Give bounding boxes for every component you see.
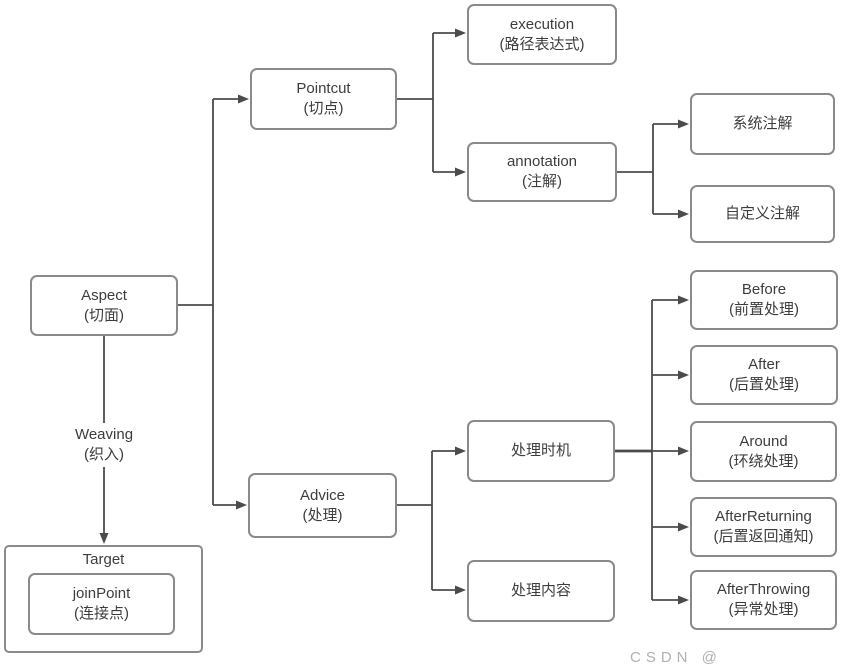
node-around: Around (环绕处理) <box>690 421 837 482</box>
arrowhead-system-annotation <box>678 119 689 129</box>
node-custom-annotation-title: 自定义注解 <box>724 205 800 222</box>
arrowhead-custom-annotation <box>678 209 689 219</box>
node-pointcut: Pointcut (切点) <box>250 68 397 130</box>
node-before: Before (前置处理) <box>690 270 838 330</box>
node-before-subtitle: (前置处理) <box>729 301 799 318</box>
node-annotation: annotation (注解) <box>467 142 617 202</box>
arrowhead-after-returning <box>678 522 689 532</box>
node-joinpoint-title: joinPoint <box>72 585 131 602</box>
node-after-returning-title: AfterReturning <box>715 508 812 525</box>
node-execution: execution (路径表达式) <box>467 4 617 65</box>
node-execution-subtitle: (路径表达式) <box>499 35 585 53</box>
node-target-title: Target <box>82 551 125 568</box>
node-handle-content: 处理内容 <box>467 560 615 622</box>
edge-label-weaving-subtitle: (织入) <box>84 446 124 463</box>
node-advice-subtitle: (处理) <box>302 506 343 524</box>
node-handle-content-title: 处理内容 <box>510 582 571 599</box>
node-advice: Advice (处理) <box>248 473 397 538</box>
node-aspect: Aspect (切面) <box>30 275 178 336</box>
arrowhead-weaving-target <box>99 533 109 544</box>
node-annotation-subtitle: (注解) <box>522 173 562 190</box>
node-after-throwing: AfterThrowing (异常处理) <box>690 570 837 630</box>
node-pointcut-subtitle: (切点) <box>303 100 344 117</box>
watermark: CSDN @ <box>630 649 722 666</box>
node-annotation-title: annotation <box>506 153 578 170</box>
node-pointcut-title: Pointcut <box>296 80 351 97</box>
node-joinpoint: joinPoint (连接点) <box>28 573 175 635</box>
node-aspect-subtitle: (切面) <box>84 306 124 324</box>
node-after: After (后置处理) <box>690 345 838 405</box>
arrowhead-after-throwing <box>678 595 689 605</box>
arrowhead-execution <box>455 28 466 38</box>
node-before-title: Before <box>741 281 787 298</box>
node-handle-timing: 处理时机 <box>467 420 615 482</box>
node-around-subtitle: (环绕处理) <box>728 452 799 470</box>
node-after-title: After <box>748 356 780 373</box>
arrowhead-handle-timing <box>455 446 466 456</box>
node-system-annotation-title: 系统注解 <box>732 115 793 132</box>
arrowhead-around <box>678 446 689 456</box>
edge-label-weaving: Weaving (织入) <box>59 423 149 467</box>
connectors-group <box>99 28 689 605</box>
arrowhead-after <box>678 370 689 380</box>
node-aspect-title: Aspect <box>81 286 127 304</box>
edge-label-weaving-title: Weaving <box>74 426 134 443</box>
node-advice-title: Advice <box>299 486 346 504</box>
arrowhead-before <box>678 295 689 305</box>
node-after-returning: AfterReturning (后置返回通知) <box>690 497 837 557</box>
node-system-annotation: 系统注解 <box>690 93 835 155</box>
node-after-throwing-title: AfterThrowing <box>716 581 811 598</box>
arrowhead-advice <box>236 500 247 510</box>
node-after-throwing-subtitle: (异常处理) <box>728 601 799 618</box>
node-execution-title: execution <box>509 15 575 33</box>
node-after-subtitle: (后置处理) <box>729 376 799 393</box>
node-around-title: Around <box>739 432 788 450</box>
node-after-returning-subtitle: (后置返回通知) <box>713 528 814 545</box>
arrowhead-annotation <box>455 167 466 177</box>
arrowhead-pointcut <box>238 94 249 104</box>
node-custom-annotation: 自定义注解 <box>690 185 835 243</box>
node-handle-timing-title: 处理时机 <box>510 442 571 459</box>
node-joinpoint-subtitle: (连接点) <box>74 605 129 622</box>
arrowhead-handle-content <box>455 585 466 595</box>
